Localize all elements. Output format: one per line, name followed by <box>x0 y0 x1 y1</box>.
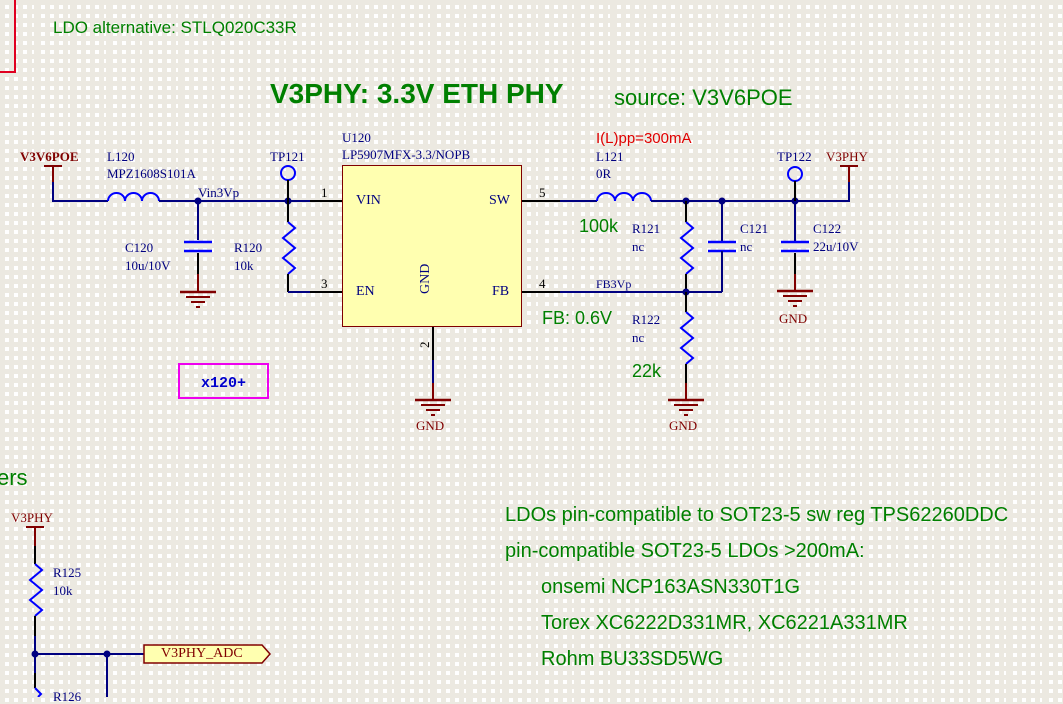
net-label-v3phy-2[interactable]: V3PHY <box>11 510 53 525</box>
net-label-fb3vp[interactable]: FB3Vp <box>596 277 632 291</box>
compat-note-line-4: Torex XC6222D331MR, XC6221A331MR <box>541 612 908 634</box>
capacitor-c122[interactable] <box>781 201 809 291</box>
r120-value: 10k <box>234 258 254 273</box>
inductor-l121[interactable] <box>596 192 652 202</box>
r122-value-note: 22k <box>632 361 662 381</box>
c120-value: 10u/10V <box>125 258 171 273</box>
page-title: V3PHY: 3.3V ETH PHY <box>270 78 564 109</box>
ic-u120[interactable] <box>342 165 522 327</box>
pin-fb-label: FB <box>492 284 510 299</box>
gnd-label-u120: GND <box>416 418 445 433</box>
testpoint-tp121[interactable] <box>280 165 296 201</box>
compat-note-line-3: onsemi NCP163ASN330T1G <box>541 576 801 598</box>
net-label-v3phy[interactable]: V3PHY <box>826 149 868 164</box>
gnd-symbol-r122 <box>668 398 704 416</box>
r121-value-note: 100k <box>579 216 619 236</box>
fb-voltage-note: FB: 0.6V <box>542 308 613 328</box>
compat-note-line-5: Rohm BU33SD5WG <box>541 648 724 670</box>
r121-ref: R121 <box>632 221 661 236</box>
gnd-label-r122: GND <box>669 418 698 433</box>
sheet-border <box>0 0 16 73</box>
resistor-r125[interactable] <box>28 546 44 636</box>
directive-label: x120+ <box>200 375 246 392</box>
port-v3phy-adc-shape[interactable] <box>143 644 272 664</box>
pin-5-number: 5 <box>539 185 546 200</box>
section-heading-fragment: ers <box>0 465 28 490</box>
junction <box>31 650 39 658</box>
l121-value: 0R <box>596 166 612 181</box>
testpoint-tp122[interactable] <box>787 166 803 201</box>
inductor-current-note: I(L)pp=300mA <box>596 130 692 147</box>
r122-value: nc <box>632 330 645 345</box>
gnd-symbol-u120 <box>415 398 451 416</box>
r125-value: 10k <box>53 583 73 598</box>
pin-4-number: 4 <box>539 276 546 291</box>
capacitor-c120[interactable] <box>184 201 212 292</box>
wire-v3phy <box>651 182 850 202</box>
net-label-v3v6poe[interactable]: V3V6POE <box>20 149 79 164</box>
r122-ref: R122 <box>632 312 661 327</box>
v3phy-power-port-2[interactable] <box>26 526 44 546</box>
c122-value: 22u/10V <box>813 239 859 254</box>
pin-sw-label: SW <box>489 193 510 208</box>
resistor-r120[interactable] <box>281 201 297 292</box>
pin-3-number: 3 <box>321 276 328 291</box>
v3v6poe-power-port[interactable] <box>44 165 62 182</box>
junction <box>103 650 111 658</box>
r120-ref: R120 <box>234 240 263 255</box>
r125-ref: R125 <box>53 565 82 580</box>
pin-en-label: EN <box>356 284 375 299</box>
u120-value: LP5907MFX-3.3/NOPB <box>342 147 471 162</box>
l121-ref: L121 <box>596 149 624 164</box>
r121-value: nc <box>632 239 645 254</box>
port-v3phy-adc-label[interactable]: V3PHY_ADC <box>161 646 243 661</box>
l120-ref: L120 <box>107 149 135 164</box>
gnd-symbol-c122 <box>777 289 813 307</box>
gnd-symbol-c120 <box>180 290 216 308</box>
v3phy-power-port[interactable] <box>840 165 858 182</box>
c121-value: nc <box>740 239 753 254</box>
inductor-l120[interactable] <box>107 192 160 202</box>
pin-vin-label: VIN <box>356 193 381 208</box>
pin-gnd-label: GND <box>418 263 433 294</box>
c120-ref: C120 <box>125 240 154 255</box>
compat-note-line-1: LDOs pin-compatible to SOT23-5 sw reg TP… <box>505 504 1009 526</box>
ldo-alternative-note: LDO alternative: STLQ020C33R <box>53 18 297 37</box>
resistor-r126[interactable] <box>34 687 43 697</box>
directive-box[interactable]: x120+ <box>178 363 269 399</box>
pin-2-number: 2 <box>417 341 432 349</box>
resistor-r121[interactable] <box>679 201 695 292</box>
resistor-r122[interactable] <box>679 292 695 400</box>
source-note: source: V3V6POE <box>614 85 793 110</box>
c122-ref: C122 <box>813 221 842 236</box>
l120-value: MPZ1608S101A <box>107 166 196 181</box>
compat-note-line-2: pin-compatible SOT23-5 LDOs >200mA: <box>505 540 865 562</box>
pin-1-number: 1 <box>321 185 328 200</box>
gnd-label-c122: GND <box>779 311 808 326</box>
tp121-ref: TP121 <box>270 149 305 164</box>
tp122-ref: TP122 <box>777 149 812 164</box>
net-label-vin3vp[interactable]: Vin3Vp <box>198 185 240 200</box>
c121-ref: C121 <box>740 221 769 236</box>
wire-input <box>52 182 108 202</box>
capacitor-c121[interactable] <box>708 201 736 292</box>
u120-ref: U120 <box>342 130 371 145</box>
